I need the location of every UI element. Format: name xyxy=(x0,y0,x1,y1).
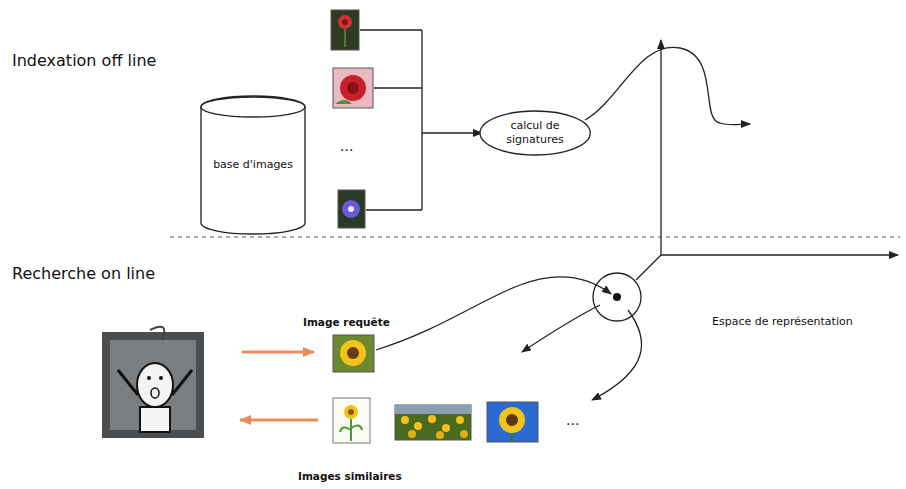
text-label: Espace de représentation xyxy=(712,315,853,328)
user-cartoon xyxy=(102,327,204,438)
text-label: Images similaires xyxy=(298,470,402,483)
bracket xyxy=(360,30,482,210)
sunflower-thumbnail xyxy=(487,402,538,442)
result-arrow xyxy=(240,419,318,422)
query-point xyxy=(376,273,642,400)
text-label: Recherche on line xyxy=(12,264,155,283)
axes xyxy=(585,40,898,280)
node-text: calcul de signatures xyxy=(499,119,571,147)
text-label: Indexation off line xyxy=(12,51,156,70)
sunflower-thumbnail xyxy=(333,398,370,443)
flower-thumbnail xyxy=(338,190,365,228)
sunflower-field xyxy=(395,405,471,440)
flower-thumbnail xyxy=(333,68,373,108)
request-arrow xyxy=(242,351,314,354)
text-label: ... xyxy=(340,138,353,155)
process-ellipse: calcul de signatures xyxy=(479,110,591,156)
database-cylinder: base d'images xyxy=(200,96,306,234)
separator xyxy=(170,236,900,237)
text-label: ... xyxy=(566,412,579,429)
flower-thumbnail xyxy=(331,10,359,50)
sunflower-thumbnail xyxy=(333,335,374,372)
node-text: base d'images xyxy=(213,158,293,172)
text-label: Image requête xyxy=(303,316,390,329)
